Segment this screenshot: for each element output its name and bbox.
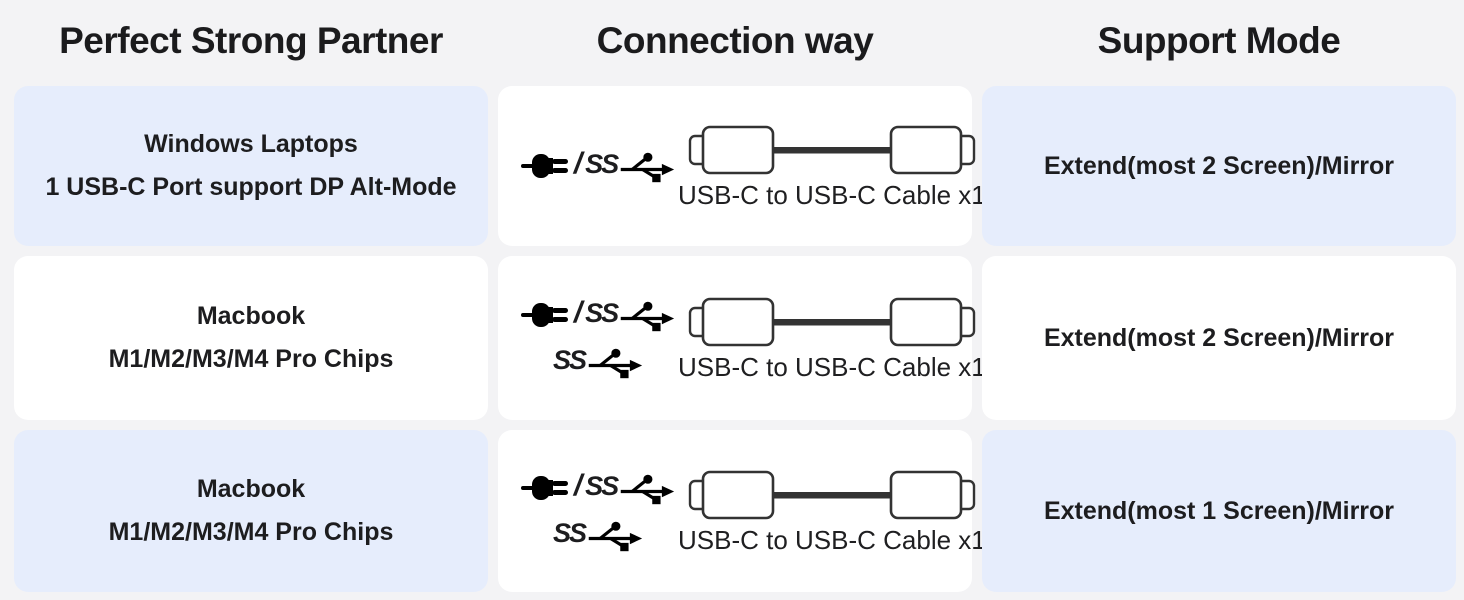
usb-c-cable-icon: [687, 122, 977, 178]
icon-column: / SS SS: [518, 295, 678, 379]
power-plug-icon: [520, 154, 568, 178]
power-plug-icon: [520, 473, 571, 503]
header-row: Perfect Strong Partner Connection way Su…: [14, 20, 1456, 62]
slash-separator: /: [573, 295, 583, 329]
icon-line-primary: / SS: [520, 147, 675, 183]
usb-c-cable-icon: [687, 294, 977, 350]
usb-superspeed-icon: [588, 348, 643, 378]
column-header-support: Support Mode: [1097, 20, 1341, 61]
partner-line2: 1 USB-C Port support DP Alt-Mode: [45, 173, 457, 201]
usb-superspeed-icon: [587, 345, 643, 379]
usb-superspeed-icon: [619, 298, 675, 332]
usb-superspeed-icon: [620, 474, 675, 504]
slash-separator: /: [573, 468, 583, 502]
usb-superspeed-icon: [587, 518, 643, 552]
usb-superspeed-icon: [588, 521, 643, 551]
icon-line-primary: / SS: [520, 295, 675, 332]
rows-grid: Windows Laptops 1 USB-C Port support DP …: [14, 86, 1456, 592]
ss-label: SS: [552, 517, 587, 548]
partner-cell: Windows Laptops 1 USB-C Port support DP …: [14, 86, 488, 246]
usb-c-cable-icon: [688, 125, 976, 174]
column-header-connection: Connection way: [596, 20, 874, 61]
connection-cell: / SS SS: [498, 86, 986, 246]
usb-superspeed-icon: [620, 152, 675, 183]
partner-line2: M1/M2/M3/M4 Pro Chips: [108, 345, 394, 373]
ss-label: SS: [585, 149, 619, 179]
support-mode-text: Extend(most 1 Screen)/Mirror: [1043, 496, 1395, 525]
icon-column: / SS SS: [518, 149, 678, 183]
icon-column: / SS SS: [518, 468, 678, 552]
partner-cell: Macbook M1/M2/M3/M4 Pro Chips: [14, 256, 488, 420]
icon-line-primary: / SS: [520, 468, 675, 505]
column-header-partner: Perfect Strong Partner: [59, 20, 443, 61]
cable-label: USB-C to USB-C Cable x1: [678, 524, 986, 555]
usb-c-cable-icon: [688, 297, 976, 346]
partner-line1: Macbook: [196, 475, 306, 503]
slash-separator: /: [573, 147, 583, 180]
cable-illustration: USB-C to USB-C Cable x1: [678, 122, 986, 211]
cable-illustration: USB-C to USB-C Cable x1: [678, 467, 986, 556]
support-mode-text: Extend(most 2 Screen)/Mirror: [1043, 323, 1395, 352]
ss-label: SS: [585, 297, 619, 328]
icon-line-secondary: SS: [553, 345, 643, 379]
usb-superspeed-icon: [620, 301, 675, 331]
power-plug-icon: [520, 300, 571, 330]
usb-superspeed-icon: [619, 471, 675, 505]
partner-line2: M1/M2/M3/M4 Pro Chips: [108, 518, 394, 546]
usb-c-cable-icon: [688, 470, 976, 519]
connection-cell: / SS SS: [498, 256, 986, 420]
support-cell: Extend(most 2 Screen)/Mirror: [982, 256, 1456, 420]
support-cell: Extend(most 1 Screen)/Mirror: [982, 430, 1456, 592]
connection-cell: / SS SS: [498, 430, 986, 592]
power-plug-icon: [520, 302, 568, 327]
partner-line1: Windows Laptops: [144, 130, 358, 158]
cable-label: USB-C to USB-C Cable x1: [678, 179, 986, 210]
partner-cell: Macbook M1/M2/M3/M4 Pro Chips: [14, 430, 488, 592]
support-cell: Extend(most 2 Screen)/Mirror: [982, 86, 1456, 246]
partner-line1: Macbook: [196, 302, 306, 330]
cable-label: USB-C to USB-C Cable x1: [678, 351, 986, 382]
power-plug-icon: [520, 475, 568, 500]
usb-c-cable-icon: [687, 467, 977, 523]
ss-label: SS: [585, 470, 619, 501]
cable-illustration: USB-C to USB-C Cable x1: [678, 294, 986, 383]
usb-superspeed-icon: [619, 149, 675, 183]
power-plug-icon: [520, 151, 571, 181]
support-mode-text: Extend(most 2 Screen)/Mirror: [1043, 151, 1395, 180]
ss-label: SS: [552, 344, 587, 375]
icon-line-secondary: SS: [553, 518, 643, 552]
